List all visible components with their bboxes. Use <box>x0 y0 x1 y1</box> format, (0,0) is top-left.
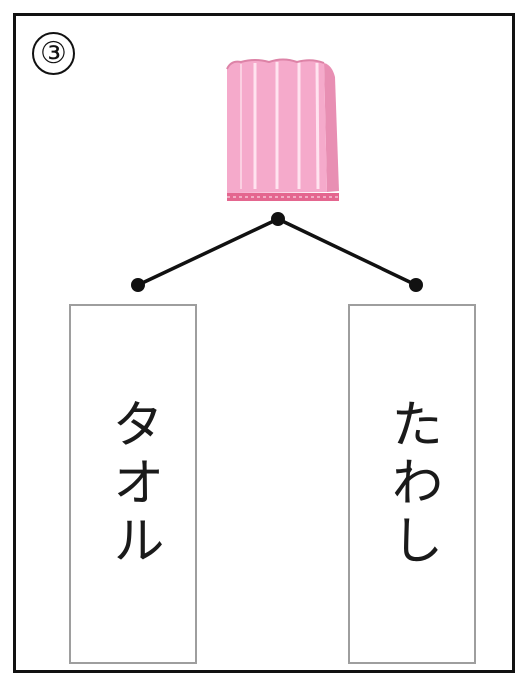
connector-dot-top <box>271 212 285 226</box>
question-card: ③ タオル たわし <box>13 13 515 673</box>
question-number: ③ <box>32 32 75 75</box>
choice-card-left[interactable]: タオル <box>69 304 197 664</box>
connector-lines <box>131 212 423 292</box>
connector-line-left <box>136 217 280 287</box>
choice-label-left: タオル <box>103 397 163 571</box>
connector-dot-left[interactable] <box>131 278 145 292</box>
connector-dot-right[interactable] <box>409 278 423 292</box>
towel-icon <box>226 58 339 201</box>
choice-label-right: たわし <box>382 397 442 571</box>
choice-card-right[interactable]: たわし <box>348 304 476 664</box>
connector-line-right <box>276 217 418 287</box>
